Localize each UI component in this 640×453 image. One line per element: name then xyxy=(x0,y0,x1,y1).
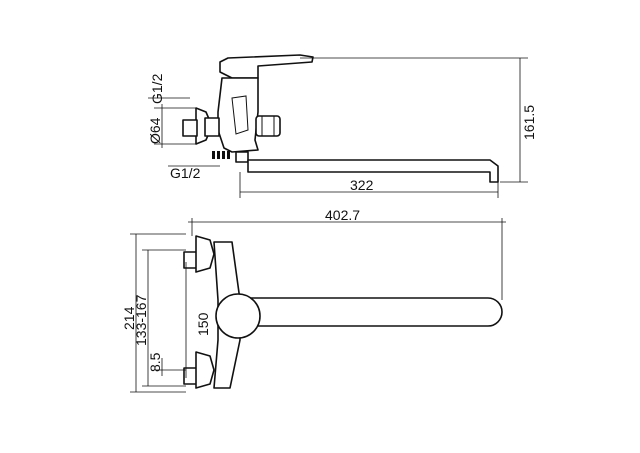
label-thread-bottom: G1/2 xyxy=(170,165,201,181)
label-height: 161.5 xyxy=(521,105,537,140)
mixer-cartridge xyxy=(215,293,261,339)
front-view xyxy=(130,218,506,393)
label-offset: 8.5 xyxy=(147,352,163,372)
mixer-body xyxy=(217,77,259,153)
side-view xyxy=(148,54,528,198)
diverter-knob xyxy=(255,115,281,137)
body-window xyxy=(231,95,249,135)
front-spout xyxy=(239,297,503,327)
spout xyxy=(247,159,499,183)
diverter-nut xyxy=(235,151,249,163)
label-diameter: Ø64 xyxy=(147,117,163,144)
lever-handle xyxy=(219,54,314,79)
dimension-labels: G1/2 Ø64 G1/2 322 161.5 402.7 214 133-16… xyxy=(121,73,537,372)
label-spout-length: 322 xyxy=(350,177,374,193)
eccentric-connector xyxy=(182,119,198,137)
label-overall-height: 214 xyxy=(121,306,137,330)
label-center-range: 133-167 xyxy=(133,294,149,346)
label-thread-top: G1/2 xyxy=(149,73,165,104)
thread-hatch xyxy=(212,151,230,159)
label-overall-width: 402.7 xyxy=(325,207,360,223)
label-center-distance: 150 xyxy=(195,312,211,336)
